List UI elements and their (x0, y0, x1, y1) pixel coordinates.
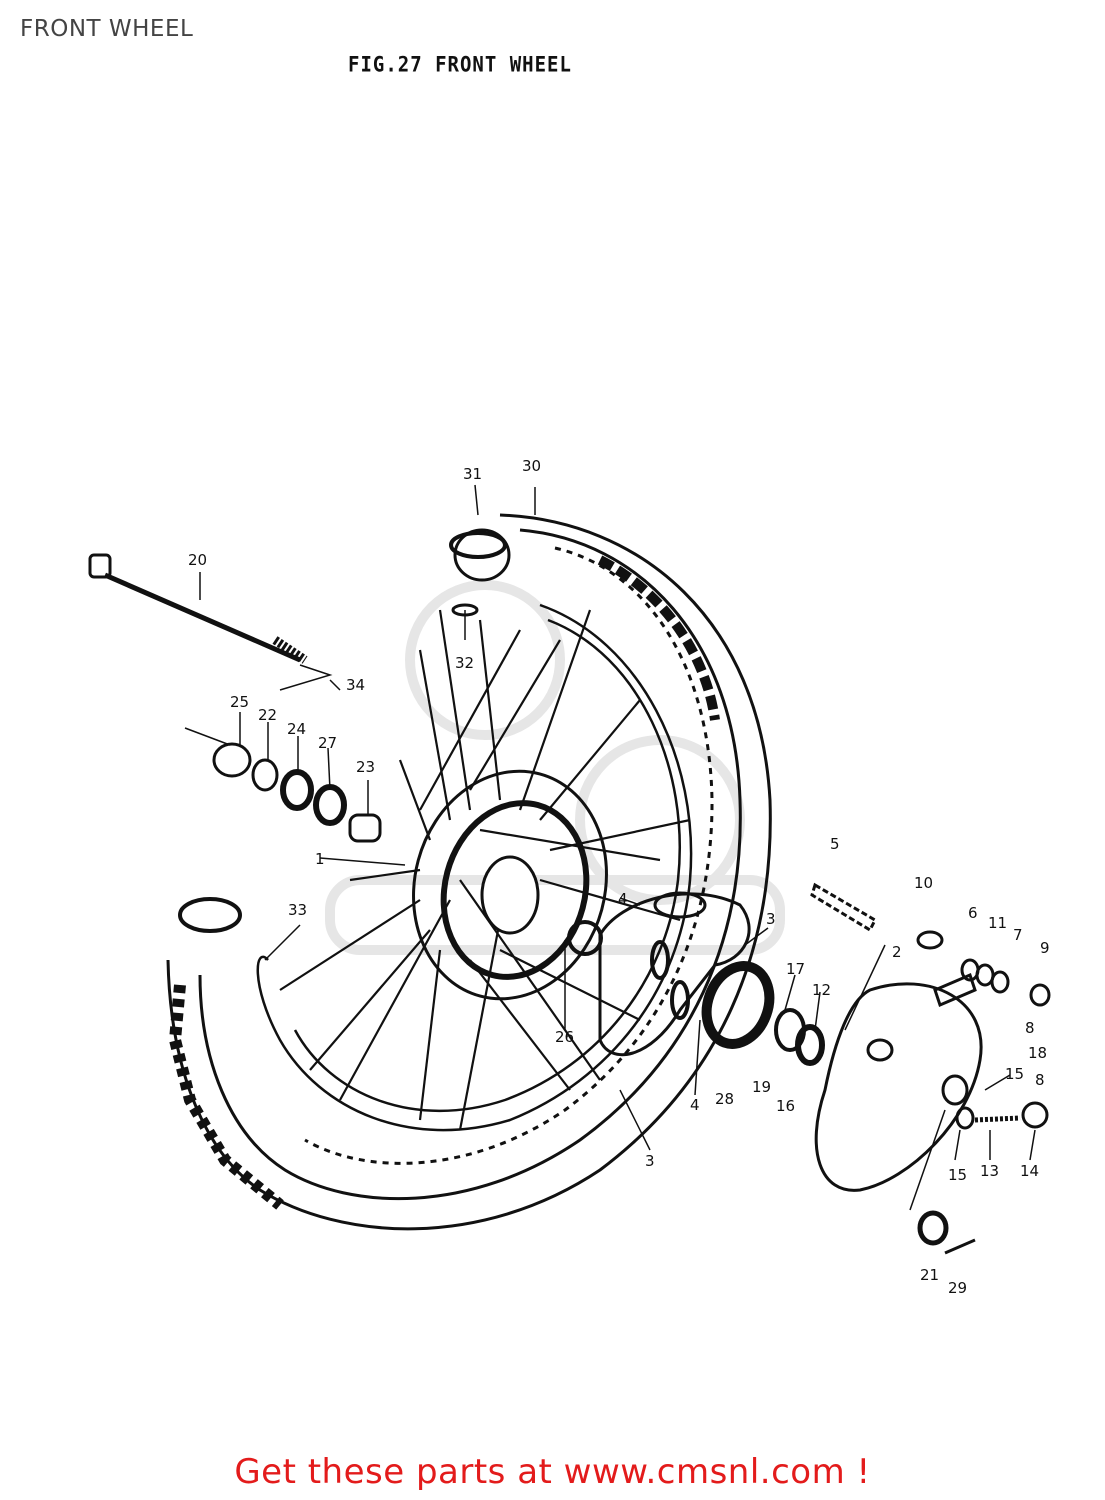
callout-27: 27 (318, 734, 337, 752)
callout-13: 13 (980, 1162, 999, 1180)
callout-10: 10 (914, 874, 933, 892)
callout-11: 11 (988, 914, 1007, 932)
small-hardware (810, 882, 1051, 1255)
hub (412, 769, 608, 1001)
cmsnl-parts-link[interactable]: Get these parts at www.cmsnl.com ! (234, 1452, 871, 1492)
callout-15-b: 15 (948, 1166, 967, 1184)
callout-16: 16 (776, 1097, 795, 1115)
callout-5: 5 (830, 835, 840, 853)
callout-8-b: 8 (1035, 1071, 1045, 1089)
callout-25: 25 (230, 693, 249, 711)
callout-3-a: 3 (766, 910, 776, 928)
callout-21: 21 (920, 1266, 939, 1284)
callout-29: 29 (948, 1279, 967, 1297)
callout-4-b: 4 (690, 1096, 700, 1114)
valve-cap-and-rim-strip (178, 528, 511, 933)
brake-shoe (598, 891, 751, 1057)
callout-8-a: 8 (1025, 1019, 1035, 1037)
callout-28: 28 (715, 1090, 734, 1108)
callout-32: 32 (455, 654, 474, 672)
bearing-stack (212, 742, 382, 843)
callout-22: 22 (258, 706, 277, 724)
callout-6: 6 (968, 904, 978, 922)
callout-12: 12 (812, 981, 831, 999)
callout-4-a: 4 (618, 890, 628, 908)
rim (256, 603, 693, 1132)
callout-31: 31 (463, 465, 482, 483)
callout-33: 33 (288, 901, 307, 919)
callout-24: 24 (287, 720, 306, 738)
figure-title: FIG.27 FRONT WHEEL (348, 52, 572, 78)
callout-14: 14 (1020, 1162, 1039, 1180)
callout-20: 20 (188, 551, 207, 569)
tire (166, 513, 772, 1231)
callout-30: 30 (522, 457, 541, 475)
callout-15-a: 15 (1005, 1065, 1024, 1083)
callout-2: 2 (892, 943, 902, 961)
callout-34: 34 (346, 676, 365, 694)
callout-7: 7 (1013, 926, 1023, 944)
callout-19: 19 (752, 1078, 771, 1096)
callout-numbers: 1 2 3 3 4 4 5 6 7 8 8 9 10 11 12 13 14 1… (188, 457, 1050, 1297)
callout-23: 23 (356, 758, 375, 776)
brake-panel (814, 972, 983, 1192)
callout-9: 9 (1040, 939, 1050, 957)
callout-17: 17 (786, 960, 805, 978)
spokes (279, 609, 691, 1131)
page-title: FRONT WHEEL (20, 16, 194, 42)
callout-26: 26 (555, 1028, 574, 1046)
callout-18: 18 (1028, 1044, 1047, 1062)
callout-3-b: 3 (645, 1152, 655, 1170)
seal-ring (701, 961, 825, 1066)
callout-1: 1 (315, 850, 325, 868)
leader-lines (184, 484, 1036, 1211)
front-axle (88, 553, 308, 664)
